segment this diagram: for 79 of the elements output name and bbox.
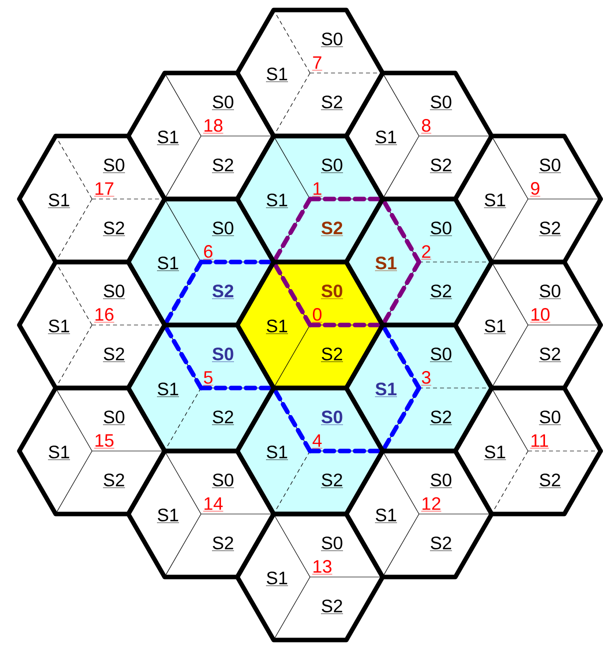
sector-label: S2 xyxy=(320,96,344,110)
sector-label: S1 xyxy=(484,194,506,208)
cell-number: 3 xyxy=(421,371,432,386)
sector-label: S0 xyxy=(430,348,452,362)
sector-label: S1 xyxy=(156,130,180,145)
cell-number: 12 xyxy=(421,497,442,512)
cell-number: 16 xyxy=(94,308,114,322)
sector-label: S0 xyxy=(102,284,126,299)
sector-label: S1 xyxy=(484,446,506,460)
sector-label: S2 xyxy=(430,158,452,173)
cell-number: 9 xyxy=(530,182,540,196)
sector-label: S1 xyxy=(374,382,398,397)
cell-number: 1 xyxy=(312,182,322,196)
sector-label: S0 xyxy=(538,158,562,173)
sector-label: S0 xyxy=(320,158,344,173)
sector-label: S1 xyxy=(484,320,506,334)
sector-label: S0 xyxy=(212,222,234,236)
cell-number: 2 xyxy=(421,245,432,260)
cell-number: 5 xyxy=(203,371,214,386)
sector-label: S2 xyxy=(430,536,452,551)
sector-label: S2 xyxy=(102,348,126,362)
cell-number: 0 xyxy=(312,308,322,322)
cell-number: 13 xyxy=(312,560,332,574)
cell-number: 7 xyxy=(312,56,322,70)
sector-label: S1 xyxy=(48,320,70,334)
cell-number: 8 xyxy=(421,119,432,134)
sector-label: S0 xyxy=(430,222,452,236)
sector-label: S2 xyxy=(212,284,234,299)
sector-label: S0 xyxy=(320,32,344,47)
sector-label: S2 xyxy=(212,536,234,551)
cell-number: 4 xyxy=(312,434,322,448)
sector-label: S1 xyxy=(374,508,398,523)
sector-label: S1 xyxy=(266,68,288,82)
cell-number: 15 xyxy=(94,434,114,448)
sector-label: S0 xyxy=(212,348,234,362)
sector-label: S1 xyxy=(266,572,288,586)
hex-cell xyxy=(453,386,603,516)
sector-label: S0 xyxy=(430,474,452,488)
cell-number: 10 xyxy=(530,308,550,322)
sector-label: S0 xyxy=(430,96,452,110)
sector-label: S0 xyxy=(212,474,234,488)
sector-label: S2 xyxy=(320,600,344,614)
sector-label: S2 xyxy=(320,348,344,362)
sector-label: S1 xyxy=(48,194,70,208)
sector-label: S0 xyxy=(102,158,126,173)
sector-label: S1 xyxy=(374,256,398,271)
sector-label: S2 xyxy=(430,410,452,425)
sector-label: S1 xyxy=(374,130,398,145)
cell-number: 17 xyxy=(94,182,114,196)
hex-cell xyxy=(453,134,603,264)
sector-label: S1 xyxy=(266,446,288,460)
sector-label: S2 xyxy=(430,284,452,299)
cell-number: 14 xyxy=(203,497,224,512)
sector-label: S0 xyxy=(538,284,562,299)
sector-label: S2 xyxy=(538,348,562,362)
sector-label: S1 xyxy=(266,320,288,334)
sector-label: S2 xyxy=(538,474,562,488)
sector-label: S0 xyxy=(320,284,344,299)
sector-label: S1 xyxy=(266,194,288,208)
cell-number: 11 xyxy=(530,434,550,448)
sector-label: S2 xyxy=(538,222,562,236)
sector-label: S2 xyxy=(320,474,344,488)
cell-number: 6 xyxy=(203,245,214,260)
sector-label: S1 xyxy=(156,382,180,397)
sector-label: S1 xyxy=(156,256,180,271)
hex-cell xyxy=(453,260,603,390)
sector-label: S1 xyxy=(48,446,70,460)
sector-label: S0 xyxy=(102,410,126,425)
sector-label: S2 xyxy=(212,410,234,425)
sector-label: S2 xyxy=(212,158,234,173)
sector-label: S0 xyxy=(320,410,344,425)
sector-label: S2 xyxy=(320,222,344,236)
sector-label: S0 xyxy=(538,410,562,425)
sector-label: S0 xyxy=(212,96,234,110)
sector-label: S2 xyxy=(102,474,126,488)
sector-label: S0 xyxy=(320,536,344,551)
cell-number: 18 xyxy=(203,119,224,134)
sector-label: S2 xyxy=(102,222,126,236)
sector-label: S1 xyxy=(156,508,180,523)
